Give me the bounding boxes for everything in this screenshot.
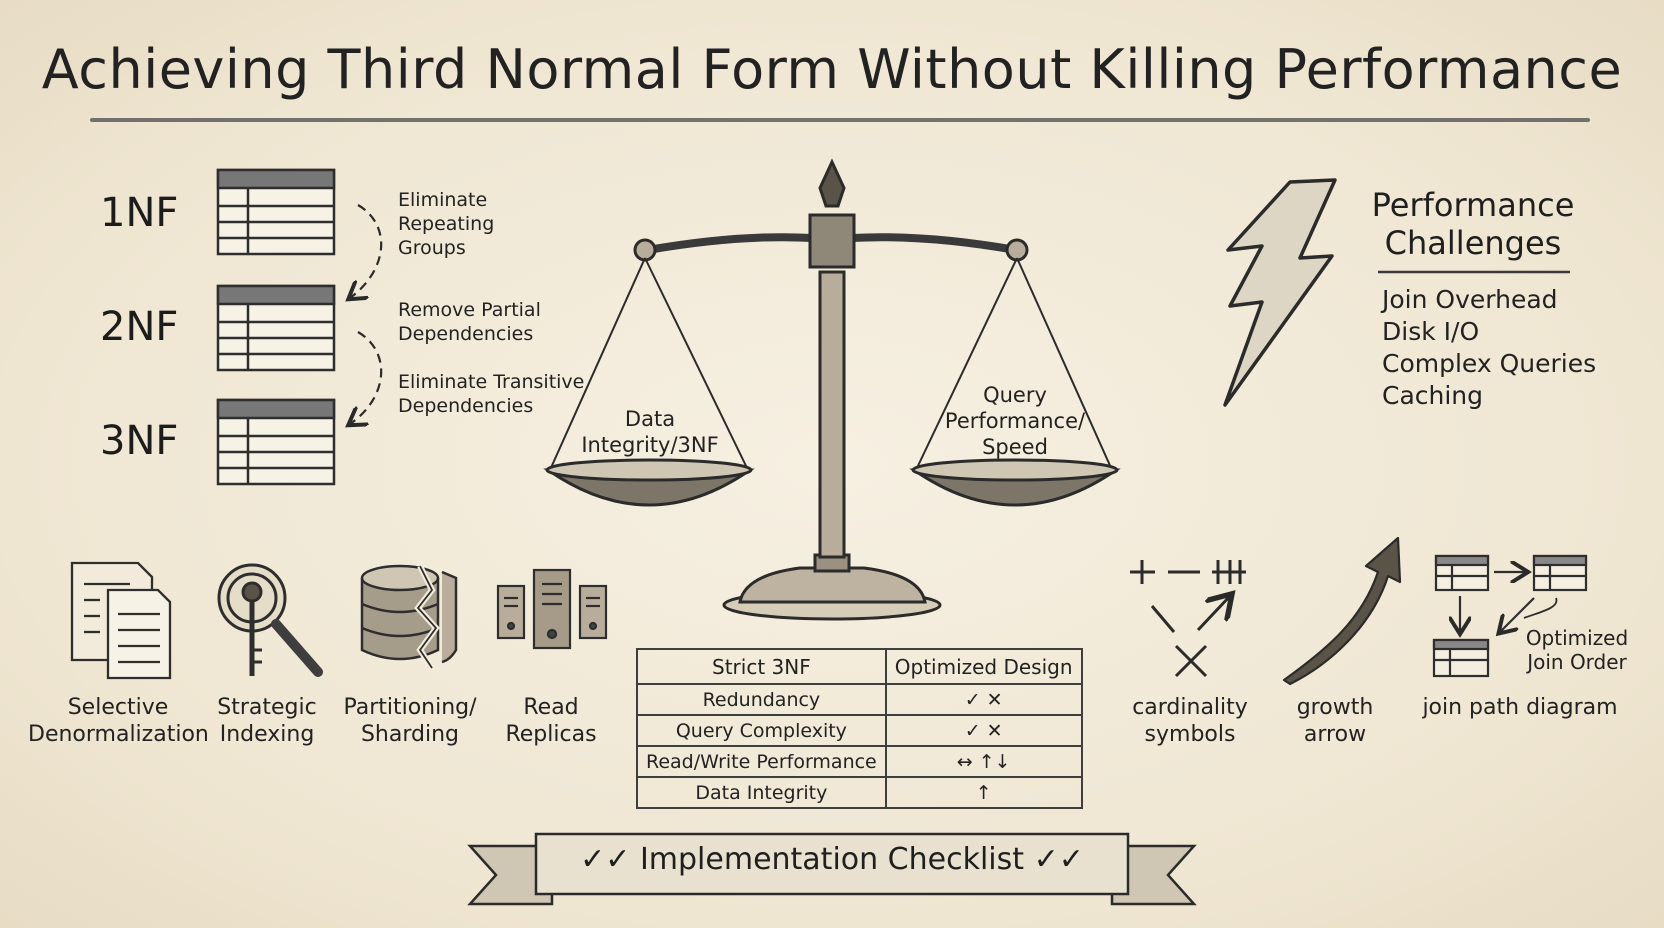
growth-arrow-icon	[1282, 536, 1402, 686]
header-optimized-design: Optimized Design	[884, 648, 1083, 685]
challenge-item: Join Overhead	[1382, 285, 1558, 314]
strategy-read-replicas: Read Replicas	[505, 695, 597, 747]
challenge-item: Complex Queries	[1382, 349, 1597, 378]
strategy-selective-denormalization: Selective Denormalization	[28, 695, 209, 747]
left-pan-label: Data Integrity/3NF	[581, 407, 719, 457]
challenge-item: Disk I/O	[1382, 317, 1480, 346]
row-label: Redundancy	[636, 683, 887, 716]
nf-label-3: 3NF	[100, 418, 179, 464]
banner-label: Implementation Checklist	[639, 842, 1025, 877]
caption-cardinality-symbols: cardinality symbols	[1132, 695, 1248, 747]
challenge-item: Caching	[1382, 381, 1484, 410]
table-row: Redundancy ✓ ✕	[636, 683, 1083, 716]
banner-ribbon-icon	[467, 832, 1197, 906]
caption-growth-arrow: growth arrow	[1296, 695, 1374, 747]
balance-scale-icon	[543, 158, 1121, 621]
performance-challenges-title: Performance Challenges	[1371, 186, 1575, 262]
step-arrow-2-icon	[350, 331, 383, 424]
cardinality-icon	[1130, 560, 1246, 678]
page-title: Achieving Third Normal Form Without Kill…	[41, 38, 1623, 101]
check-icon: ✓✓	[1033, 842, 1084, 877]
caption-join-path-diagram: join path diagram	[1422, 695, 1618, 720]
row-label: Data Integrity	[636, 776, 887, 809]
table-3nf-icon	[216, 398, 336, 486]
step-remove-partial-dependencies: Remove Partial Dependencies	[398, 299, 541, 345]
row-value: ↔ ↑↓	[884, 745, 1083, 778]
check-icon: ✓✓	[580, 842, 631, 877]
row-label: Query Complexity	[636, 714, 887, 747]
documents-icon	[70, 561, 172, 680]
table-row: Data Integrity ↑	[636, 776, 1083, 809]
strategy-strategic-indexing: Strategic Indexing	[217, 695, 317, 747]
lightning-bolt-icon	[1223, 178, 1337, 407]
table-header-row: Strict 3NF Optimized Design	[636, 648, 1083, 685]
row-value: ✓ ✕	[884, 683, 1083, 716]
comparison-table: Strict 3NF Optimized Design Redundancy ✓…	[636, 648, 1083, 809]
step-arrow-1-icon	[350, 204, 383, 298]
title-underline	[90, 118, 1590, 122]
magnifier-key-icon	[217, 563, 323, 677]
implementation-checklist-banner: ✓✓ Implementation Checklist ✓✓	[556, 842, 1108, 877]
join-path-icon	[1432, 554, 1588, 678]
optimized-join-order-note: Optimized Join Order	[1525, 626, 1629, 674]
split-database-icon	[360, 564, 458, 670]
table-1nf-icon	[216, 168, 336, 256]
nf-label-2: 2NF	[100, 304, 179, 350]
nf-label-1: 1NF	[100, 190, 179, 236]
step-eliminate-transitive-dependencies: Eliminate Transitive Dependencies	[398, 371, 585, 417]
step-eliminate-repeating-groups: Eliminate Repeating Groups	[398, 189, 495, 259]
table-row: Query Complexity ✓ ✕	[636, 714, 1083, 747]
header-strict-3nf: Strict 3NF	[636, 648, 887, 685]
right-pan-label: Query Performance/ Speed	[944, 383, 1086, 459]
row-value: ✓ ✕	[884, 714, 1083, 747]
row-label: Read/Write Performance	[636, 745, 887, 778]
strategy-partitioning-sharding: Partitioning/ Sharding	[343, 695, 477, 747]
performance-challenges-list: Join Overhead Disk I/O Complex Queries C…	[1382, 284, 1596, 412]
servers-icon	[496, 568, 608, 650]
table-row: Read/Write Performance ↔ ↑↓	[636, 745, 1083, 778]
row-value: ↑	[884, 776, 1083, 809]
table-2nf-icon	[216, 284, 336, 372]
